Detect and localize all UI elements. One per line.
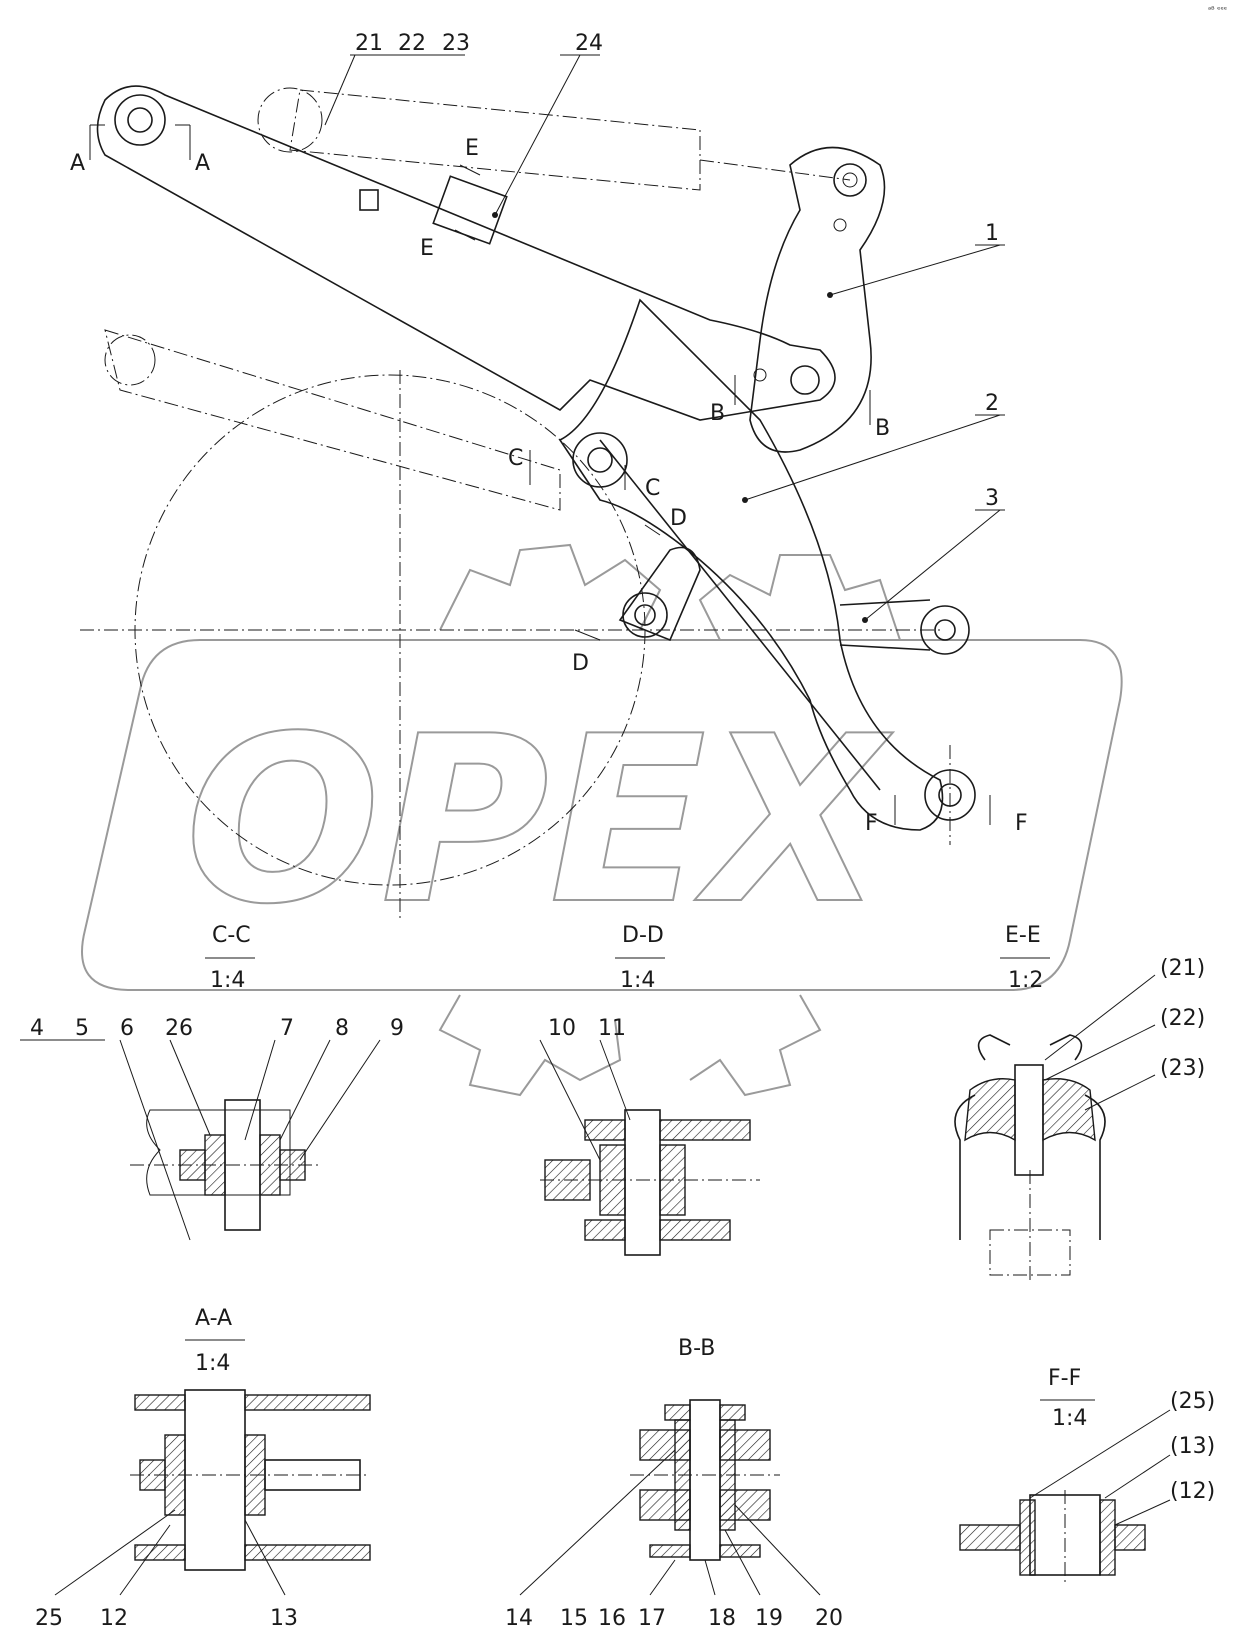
aa-label-13: 13 bbox=[270, 1606, 298, 1631]
section-view-ee: E-E 1:2 (21) (22) (23) bbox=[954, 923, 1205, 1280]
view-scale-ee: 1:2 bbox=[1008, 968, 1043, 993]
ff-label-13: (13) bbox=[1170, 1434, 1215, 1459]
ee-label-21: (21) bbox=[1160, 956, 1205, 981]
watermark-text: OPEX bbox=[185, 688, 893, 955]
bb-label-20: 20 bbox=[815, 1606, 843, 1631]
bb-label-15: 15 bbox=[560, 1606, 588, 1631]
part-label-3: 3 bbox=[985, 486, 999, 511]
section-view-bb: B-B 14 15 16 17 18 19 20 bbox=[505, 1336, 843, 1631]
aa-label-25: 25 bbox=[35, 1606, 63, 1631]
cc-label-9: 9 bbox=[390, 1016, 404, 1041]
bb-label-16: 16 bbox=[598, 1606, 626, 1631]
section-letter-a-right: A bbox=[195, 151, 210, 176]
ee-label-22: (22) bbox=[1160, 1006, 1205, 1031]
watermark-logo: OPEX bbox=[81, 543, 1123, 1097]
part-label-22: 22 bbox=[398, 31, 426, 56]
section-view-dd: D-D 1:4 10 11 bbox=[539, 923, 760, 1256]
view-title-dd: D-D bbox=[622, 923, 664, 948]
cc-label-4: 4 bbox=[30, 1016, 44, 1041]
section-letter-e-bottom: E bbox=[420, 236, 434, 261]
section-letter-b-right: B bbox=[875, 416, 890, 441]
part-label-21: 21 bbox=[355, 31, 383, 56]
dd-label-11: 11 bbox=[598, 1016, 626, 1041]
section-letter-d-bottom: D bbox=[572, 651, 589, 676]
view-scale-cc: 1:4 bbox=[210, 968, 245, 993]
section-letter-c-left: C bbox=[508, 446, 523, 471]
aa-label-12: 12 bbox=[100, 1606, 128, 1631]
view-title-cc: C-C bbox=[212, 923, 251, 948]
part-label-2: 2 bbox=[985, 391, 999, 416]
view-title-ff: F-F bbox=[1048, 1366, 1081, 1391]
view-scale-aa: 1:4 bbox=[195, 1351, 230, 1376]
bb-label-14: 14 bbox=[505, 1606, 533, 1631]
corner-mark: ᵃᴮ ᵉᵉᵉ bbox=[1208, 5, 1227, 14]
section-view-ff: F-F 1:4 (25) (13) (12) bbox=[959, 1366, 1215, 1585]
section-letter-b-left: B bbox=[710, 401, 725, 426]
section-letter-c-right: C bbox=[645, 476, 660, 501]
part-label-1: 1 bbox=[985, 221, 999, 246]
ff-label-25: (25) bbox=[1170, 1389, 1215, 1414]
view-title-ee: E-E bbox=[1005, 923, 1041, 948]
view-title-bb: B-B bbox=[678, 1336, 715, 1361]
view-scale-dd: 1:4 bbox=[620, 968, 655, 993]
section-letter-a-left: A bbox=[70, 151, 85, 176]
part-label-23: 23 bbox=[442, 31, 470, 56]
part-label-24: 24 bbox=[575, 31, 603, 56]
cc-label-26: 26 bbox=[165, 1016, 193, 1041]
cc-label-6: 6 bbox=[120, 1016, 134, 1041]
section-letter-e-top: E bbox=[465, 136, 479, 161]
main-view: 1 2 3 21 22 23 24 A A B B C C D D E E F … bbox=[70, 31, 1028, 920]
ee-label-23: (23) bbox=[1160, 1056, 1205, 1081]
section-letter-f-right: F bbox=[1015, 811, 1028, 836]
section-letter-d-top: D bbox=[670, 506, 687, 531]
cc-label-5: 5 bbox=[75, 1016, 89, 1041]
section-view-aa: A-A 1:4 25 12 13 bbox=[35, 1306, 371, 1631]
ff-label-12: (12) bbox=[1170, 1479, 1215, 1504]
section-letter-f-left: F bbox=[865, 811, 878, 836]
view-title-aa: A-A bbox=[195, 1306, 232, 1331]
bb-label-18: 18 bbox=[708, 1606, 736, 1631]
bb-label-19: 19 bbox=[755, 1606, 783, 1631]
cc-label-7: 7 bbox=[280, 1016, 294, 1041]
cc-label-8: 8 bbox=[335, 1016, 349, 1041]
bb-label-17: 17 bbox=[638, 1606, 666, 1631]
view-scale-ff: 1:4 bbox=[1052, 1406, 1087, 1431]
dd-label-10: 10 bbox=[548, 1016, 576, 1041]
section-view-cc: C-C 1:4 4 5 6 26 7 8 9 bbox=[20, 923, 404, 1241]
